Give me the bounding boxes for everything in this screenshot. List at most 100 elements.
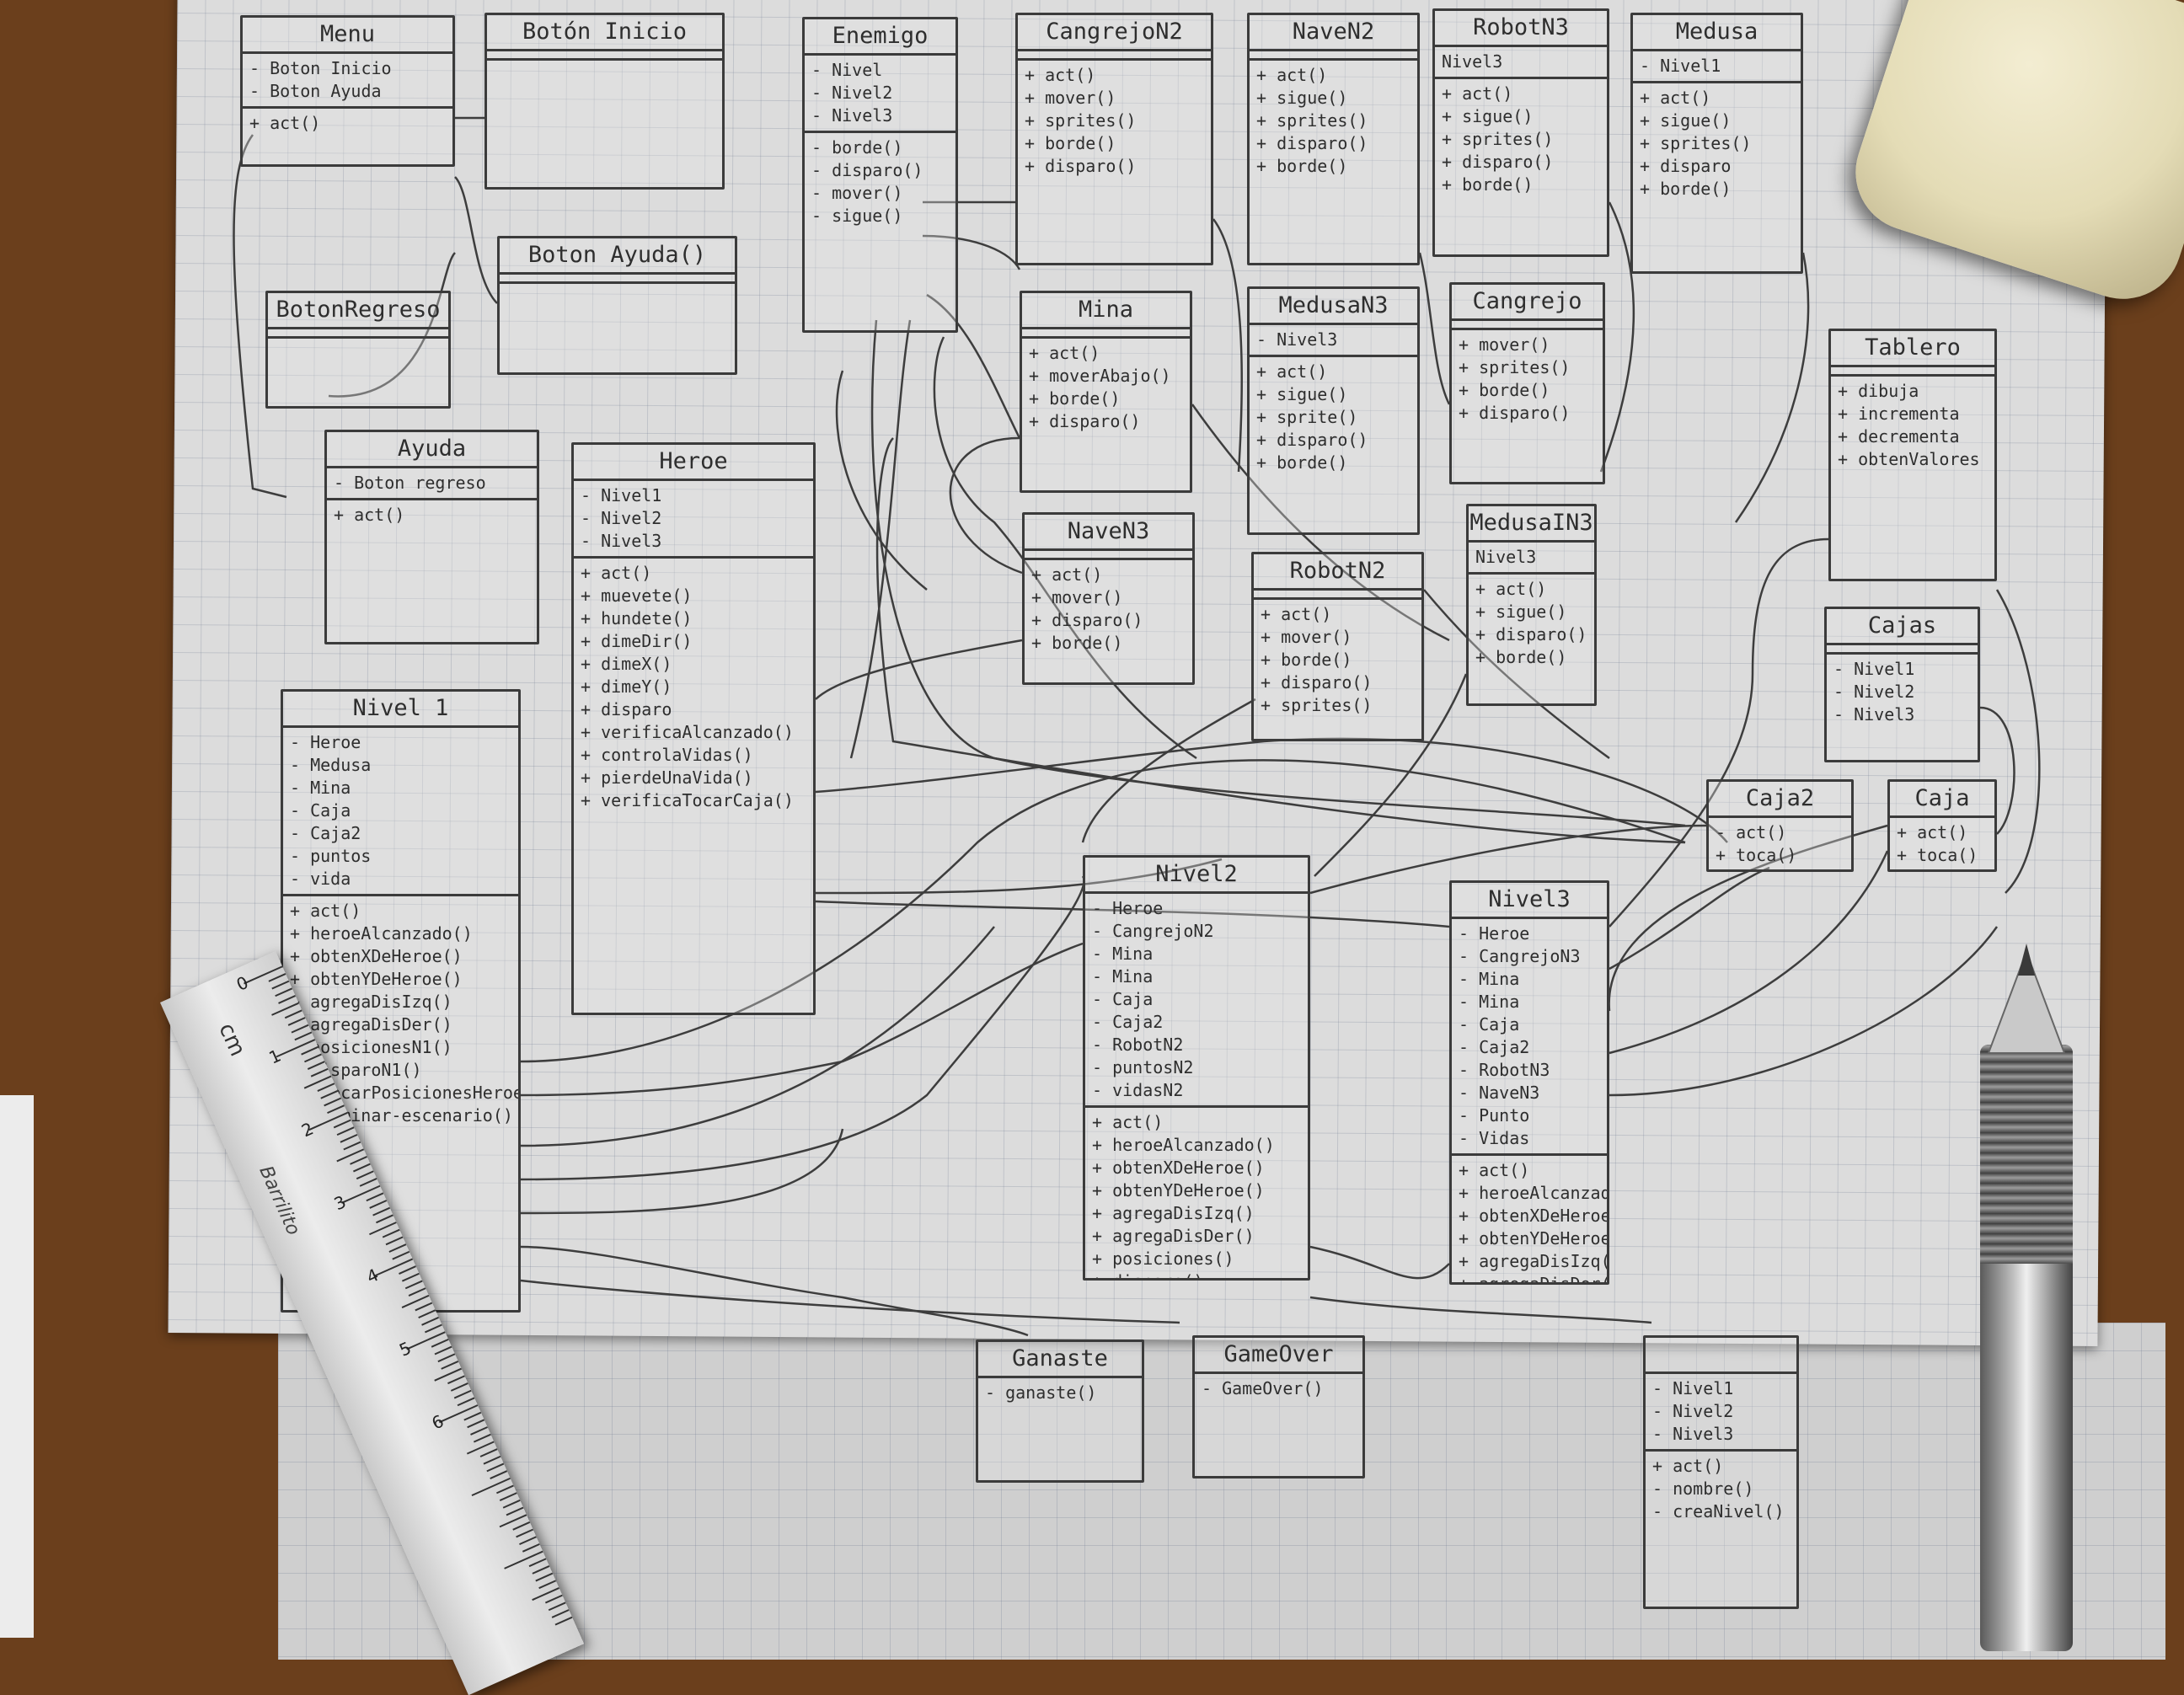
ruler-tick bbox=[369, 1222, 397, 1236]
class-methods: + act()+ sigue()+ sprite()+ disparo()+ b… bbox=[1250, 357, 1417, 478]
ruler-tick bbox=[516, 1528, 534, 1538]
class-member: + posiciones() bbox=[1092, 1249, 1234, 1269]
ruler-tick bbox=[352, 1163, 371, 1173]
ruler-tick bbox=[366, 1192, 384, 1202]
ruler-tick bbox=[437, 1353, 456, 1363]
class-box-nave-n2: NaveN2 + act()+ sigue()+ sprites()+ disp… bbox=[1247, 13, 1420, 265]
class-member: + toca() bbox=[1897, 845, 1978, 865]
class-member: + obtenYDeHeroe() bbox=[1459, 1228, 1609, 1249]
ruler-tick bbox=[406, 1331, 446, 1350]
ruler-tick bbox=[466, 1441, 495, 1455]
class-member: + act() bbox=[581, 563, 652, 583]
class-methods bbox=[500, 284, 735, 291]
ruler-tick bbox=[504, 1550, 543, 1569]
ruler-tick bbox=[284, 1009, 302, 1019]
class-member: + act() bbox=[1029, 343, 1100, 363]
class-member: - vidasN2 bbox=[1092, 1080, 1184, 1100]
class-member: - Mina bbox=[1092, 966, 1154, 987]
ruler-unit-label: cm bbox=[213, 1019, 250, 1061]
connector-line bbox=[1609, 537, 1829, 928]
class-member: + borde() bbox=[1031, 633, 1123, 653]
class-member: + agregaDisIzq() bbox=[290, 992, 452, 1012]
class-member: + obtenYDeHeroe() bbox=[290, 969, 463, 989]
ruler-tick bbox=[399, 1265, 416, 1275]
class-box-title: Nivel2 bbox=[1085, 858, 1308, 894]
ruler-tick bbox=[271, 1002, 299, 1016]
class-member: + disparo() bbox=[1475, 624, 1587, 644]
class-member: - Nivel2 bbox=[811, 83, 893, 103]
class-member: + heroeAlcanzado() bbox=[1092, 1135, 1275, 1155]
class-member: + act() bbox=[249, 113, 321, 133]
class-member: - RobotN2 bbox=[1092, 1035, 1184, 1055]
ruler-tick bbox=[463, 1411, 482, 1421]
class-member: + act() bbox=[290, 901, 361, 921]
class-member: - Medusa bbox=[290, 755, 372, 775]
class-attributes: - Boton Inicio- Boton Ayuda bbox=[243, 54, 452, 109]
class-member: + sprites() bbox=[1459, 357, 1571, 377]
ruler-tick bbox=[373, 1258, 414, 1277]
class-member: + posicionesN1() bbox=[290, 1037, 452, 1057]
ruler-tick bbox=[499, 1514, 527, 1528]
ruler-tick bbox=[271, 980, 290, 990]
class-member: + borde() bbox=[1256, 452, 1348, 473]
connector-line bbox=[328, 252, 456, 398]
class-methods: - Nivel1- Nivel2- Nivel3 bbox=[1827, 655, 1978, 730]
class-member: + incrementa bbox=[1838, 404, 1960, 424]
class-member: - Nivel2 bbox=[581, 508, 662, 528]
class-member: + sprites() bbox=[1640, 133, 1752, 153]
class-member: - sigue() bbox=[811, 206, 903, 226]
class-member: + sprite() bbox=[1256, 407, 1358, 427]
ruler-tick bbox=[294, 1031, 313, 1041]
class-box-nivel3: Nivel3- Heroe- CangrejoN3- Mina- Mina- C… bbox=[1449, 880, 1609, 1285]
ruler-tick bbox=[450, 1382, 468, 1392]
ruler-tick bbox=[548, 1601, 566, 1612]
class-member: + controlaVidas() bbox=[581, 745, 753, 765]
ruler-brand-label: Barrilito bbox=[254, 1163, 304, 1239]
class-box-title: Nivel 1 bbox=[283, 692, 518, 728]
class-box-title: CangrejoN2 bbox=[1018, 15, 1211, 51]
class-member: + sprites() bbox=[1442, 129, 1554, 149]
class-member: - vida bbox=[290, 869, 351, 889]
ruler-tick bbox=[382, 1228, 400, 1238]
class-box-title: Botón Inicio bbox=[487, 15, 722, 51]
class-member: + disparo() bbox=[1031, 610, 1143, 630]
ruler-tick bbox=[421, 1316, 440, 1326]
class-box-title: Menu bbox=[243, 18, 452, 54]
class-member: + sprites() bbox=[1025, 110, 1137, 131]
class-member: - creaNivel() bbox=[1652, 1501, 1785, 1521]
class-box-ayuda: Ayuda- Boton regreso+ act() bbox=[324, 430, 539, 644]
ruler-tick bbox=[359, 1178, 377, 1187]
class-member: + sprites() bbox=[1256, 110, 1368, 131]
class-member: + mover() bbox=[1025, 88, 1116, 108]
class-member: Nivel3 bbox=[1442, 51, 1503, 72]
class-member: - Nivel2 bbox=[1652, 1401, 1734, 1421]
class-box-title: NaveN3 bbox=[1025, 515, 1192, 551]
class-box-title: Caja2 bbox=[1709, 782, 1851, 818]
ruler-tick bbox=[268, 973, 286, 982]
ruler-tick bbox=[512, 1521, 531, 1531]
class-box-boton-regreso: BotonRegreso bbox=[265, 291, 451, 409]
class-box-title: Medusa bbox=[1633, 15, 1801, 51]
connector-line bbox=[1609, 866, 1770, 970]
ruler-tick bbox=[532, 1587, 560, 1601]
class-member: + act() bbox=[1475, 579, 1547, 599]
connector-line bbox=[1979, 706, 2015, 835]
ruler-tick bbox=[336, 1126, 355, 1136]
connector-line bbox=[1191, 404, 1450, 642]
ruler-tick bbox=[401, 1294, 430, 1308]
class-box-nivel2: Nivel2- Heroe- CangrejoN2- Mina- Mina- C… bbox=[1083, 855, 1310, 1281]
class-methods: + act()+ sigue()+ sprites()+ disparo()+ … bbox=[1250, 61, 1417, 181]
ruler-tick bbox=[457, 1397, 475, 1407]
class-box-title: NaveN2 bbox=[1250, 15, 1417, 51]
class-box-title: RobotN3 bbox=[1435, 11, 1607, 47]
class-member: + disparo() bbox=[1442, 152, 1554, 172]
class-member: + borde() bbox=[1475, 647, 1567, 667]
ruler-tick bbox=[372, 1206, 391, 1216]
class-member: + dimeX() bbox=[581, 654, 672, 674]
connector-line bbox=[949, 436, 1023, 575]
class-member: - Heroe bbox=[1092, 898, 1164, 918]
class-member: - Mina bbox=[1459, 992, 1520, 1012]
class-box-cangrejo-n2: CangrejoN2 + act()+ mover()+ sprites()+ … bbox=[1015, 13, 1213, 265]
class-attributes bbox=[1254, 591, 1421, 600]
ruler-tick bbox=[453, 1389, 472, 1399]
